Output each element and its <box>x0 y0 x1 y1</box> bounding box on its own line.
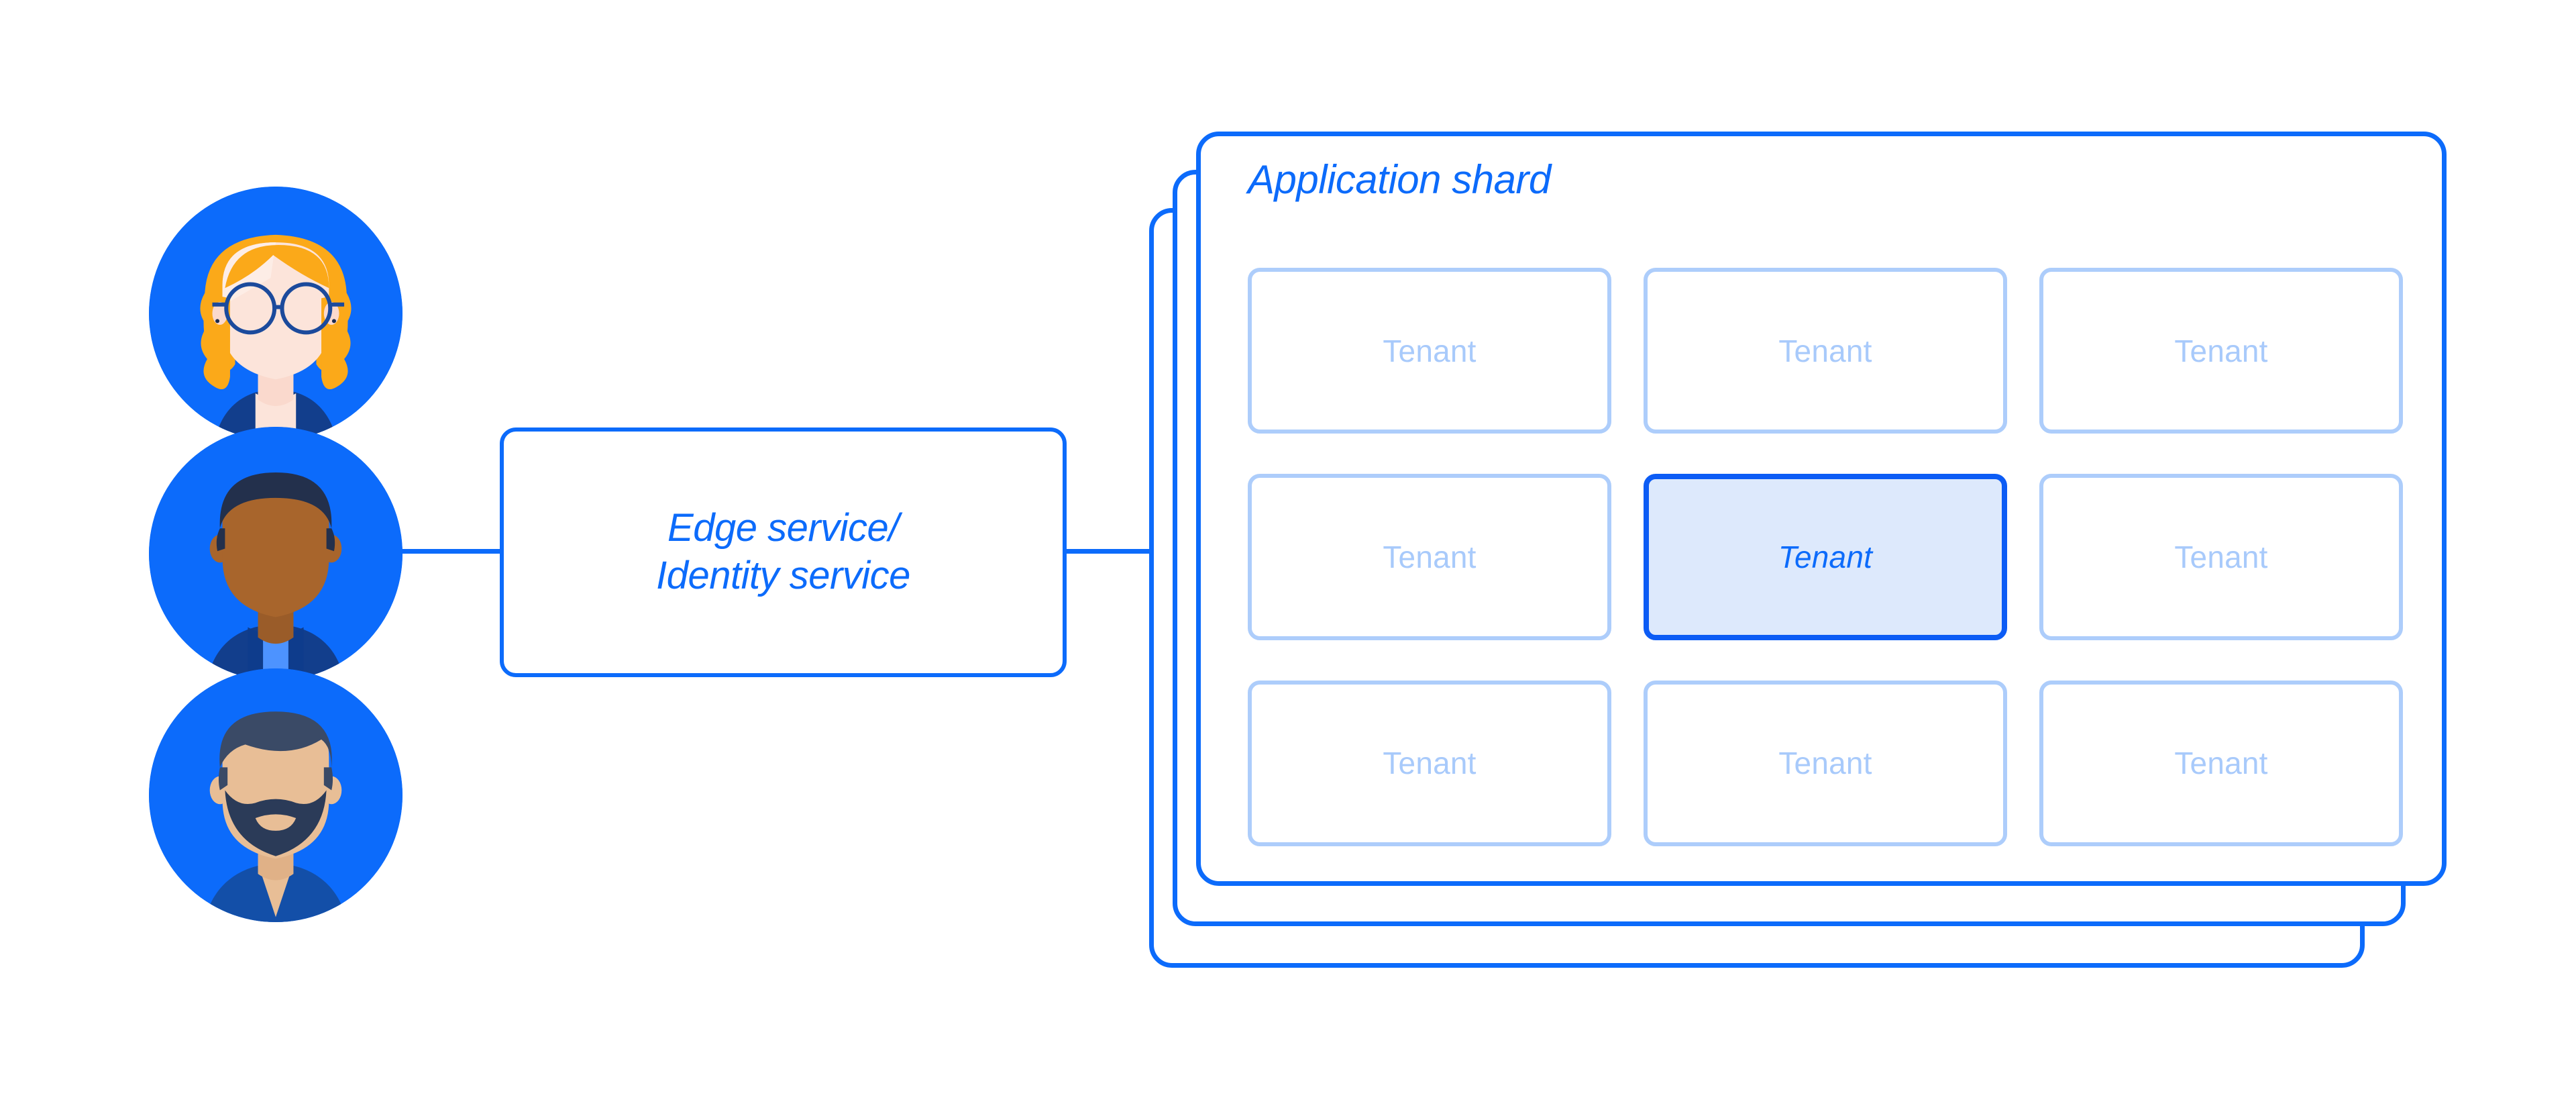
tenant-cell[interactable]: Tenant <box>1644 680 2007 846</box>
tenant-cell[interactable]: Tenant <box>2039 680 2403 846</box>
tenant-cell-active[interactable]: Tenant <box>1644 474 2007 640</box>
tenant-label: Tenant <box>1383 746 1477 781</box>
tenant-cell[interactable]: Tenant <box>2039 474 2403 640</box>
tenant-cell[interactable]: Tenant <box>1248 474 1611 640</box>
avatar-man-beard-art <box>149 668 402 922</box>
connector-edge-to-shards <box>1064 549 1152 554</box>
edge-service-label: Edge service/ Identity service <box>656 506 910 597</box>
avatar-man-short-hair <box>149 427 402 681</box>
tenant-label: Tenant <box>1778 746 1872 781</box>
edge-service-box[interactable]: Edge service/ Identity service <box>500 428 1067 677</box>
tenant-label: Tenant <box>1778 333 1872 368</box>
avatar-man-short-hair-art <box>149 427 402 681</box>
tenant-cell[interactable]: Tenant <box>1248 268 1611 434</box>
tenant-cell[interactable]: Tenant <box>2039 268 2403 434</box>
avatar-woman-glasses <box>149 187 402 440</box>
tenant-label: Tenant <box>1383 539 1477 574</box>
tenant-label: Tenant <box>2174 333 2268 368</box>
tenant-label: Tenant <box>2174 746 2268 781</box>
connector-users-to-edge <box>401 549 502 554</box>
tenant-grid: Tenant Tenant Tenant Tenant Tenant Tenan… <box>1248 268 2403 846</box>
application-shard-card-front[interactable]: Application shard Tenant Tenant Tenant T… <box>1196 132 2447 886</box>
avatar-woman-glasses-art <box>149 187 402 440</box>
tenant-cell[interactable]: Tenant <box>1644 268 2007 434</box>
avatar-man-beard <box>149 668 402 922</box>
tenant-label: Tenant <box>1383 333 1477 368</box>
tenant-cell[interactable]: Tenant <box>1248 680 1611 846</box>
tenant-label: Tenant <box>2174 539 2268 574</box>
application-shard-title: Application shard <box>1248 157 1551 202</box>
tenant-label: Tenant <box>1778 539 1873 574</box>
